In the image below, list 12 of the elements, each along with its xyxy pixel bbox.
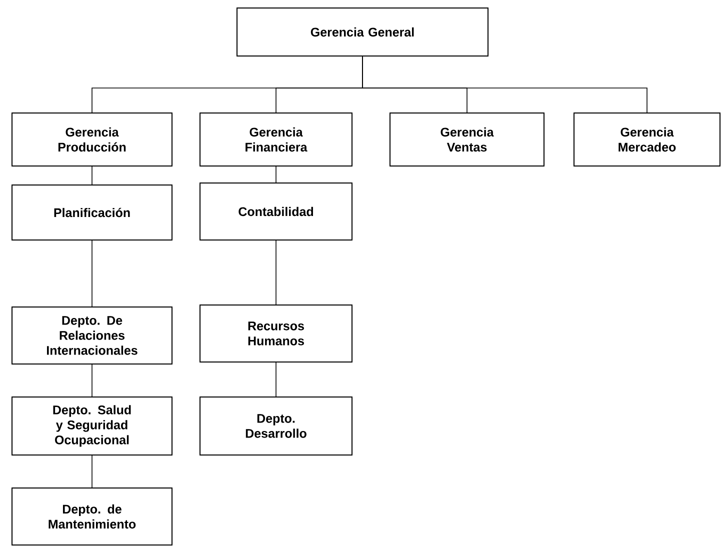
org-box: Gerencia Producción [12,112,172,166]
org-box: Depto. De Relaciones Internacionales [12,306,172,364]
org-box: Gerencia Ventas [390,112,544,166]
org-box: Planificación [12,184,172,240]
org-box: Contabilidad [200,182,352,240]
org-box: Depto. Desarrollo [200,396,352,456]
org-box: Depto. de Mantenimiento [12,488,172,546]
org-box: Recursos Humanos [200,304,352,362]
org-box: Gerencia General [236,8,488,56]
org-box: Depto. Salud y Seguridad Ocupacional [12,396,172,456]
org-box: Gerencia Financiera [200,112,352,166]
org-box: Gerencia Mercadeo [574,112,720,166]
